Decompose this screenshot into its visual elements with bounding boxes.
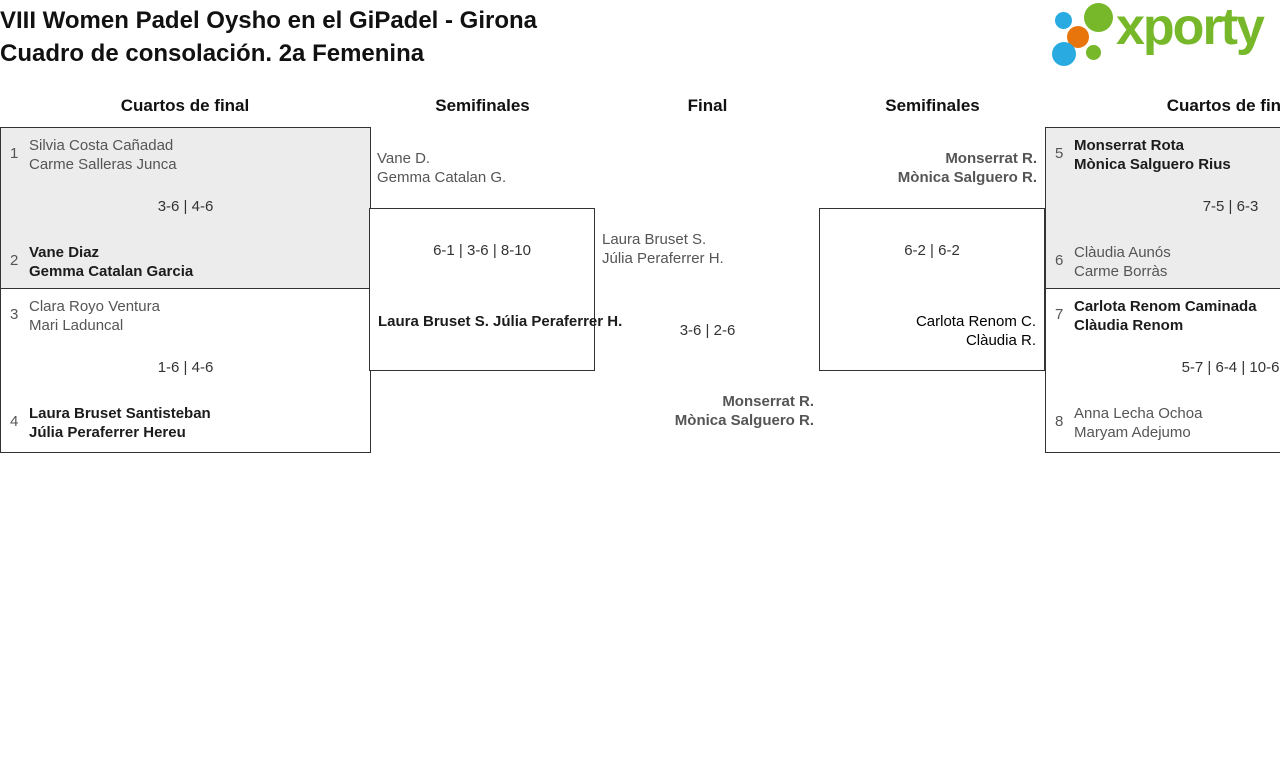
- bracket-quarterfinals-left: 1 Silvia Costa Cañadad Carme Salleras Ju…: [0, 127, 371, 453]
- logo-dot-green-small-icon: [1086, 45, 1101, 60]
- player-name: Carme Salleras Junca: [29, 156, 177, 173]
- player-name: Gemma Catalan Garcia: [29, 263, 194, 280]
- team-name-pair-winner: Monserrat Rota Mònica Salguero Rius: [1074, 136, 1231, 174]
- player-name: Clara Royo Ventura: [29, 298, 160, 315]
- bracket-quarterfinals-right: 5 Monserrat Rota Mònica Salguero Rius 7-…: [1045, 127, 1280, 453]
- player-name: Carlota Renom C.: [915, 313, 1036, 330]
- team-name-pair: Clara Royo Ventura Mari Laduncal: [29, 297, 160, 335]
- sf2-top-team-winner: Monserrat R. Mònica Salguero R.: [898, 149, 1037, 187]
- player-name: Laura Bruset S.: [602, 231, 707, 248]
- logo-dot-orange-icon: [1067, 26, 1089, 48]
- logo-dot-blue-small-icon: [1055, 12, 1072, 29]
- final-score: 3-6 | 2-6: [679, 322, 736, 339]
- player-name: Júlia Peraferrer H.: [493, 313, 623, 330]
- player-name: Monserrat R.: [945, 150, 1037, 167]
- team-name-pair: Carlota Renom C. Clàudia R.: [828, 312, 1036, 350]
- seed-number: 6: [1055, 252, 1064, 269]
- seed-number: 8: [1055, 413, 1064, 430]
- seed-number: 2: [10, 252, 19, 269]
- tournament-title-line2: Cuadro de consolación. 2a Femenina: [0, 40, 425, 67]
- player-name: Clàudia Renom: [1074, 317, 1184, 334]
- team-name-pair-winner: Laura Bruset Santisteban Júlia Peraferre…: [29, 404, 211, 442]
- player-name: Júlia Peraferrer H.: [602, 250, 724, 267]
- match-qf1: 1 Silvia Costa Cañadad Carme Salleras Ju…: [1, 128, 370, 289]
- match-qf3: 5 Monserrat Rota Mònica Salguero Rius 7-…: [1046, 128, 1280, 289]
- seed-number: 5: [1055, 145, 1064, 162]
- player-name: Anna Lecha Ochoa: [1074, 405, 1203, 422]
- match-score: 3-6 | 4-6: [157, 198, 214, 215]
- logo-dot-blue-large-icon: [1052, 42, 1076, 66]
- final-winner-team: Monserrat R. Mònica Salguero R.: [675, 392, 814, 430]
- player-name: Laura Bruset Santisteban: [29, 405, 211, 422]
- match-score: 6-2 | 6-2: [904, 242, 960, 259]
- round-header-cuartos-left: Cuartos de final: [120, 96, 250, 115]
- player-name: Clàudia Aunós: [1074, 244, 1171, 261]
- final-top-team: Laura Bruset S. Júlia Peraferrer H.: [602, 230, 724, 268]
- player-name: Clàudia R.: [965, 332, 1036, 349]
- seed-number: 3: [10, 306, 19, 323]
- player-name: Monserrat Rota: [1074, 137, 1185, 154]
- player-name: Vane Diaz: [29, 244, 100, 261]
- player-name: Mònica Salguero R.: [897, 169, 1037, 186]
- player-name: Maryam Adejumo: [1074, 424, 1191, 441]
- team-name-pair-winner: Laura Bruset S. Júlia Peraferrer H.: [378, 312, 622, 331]
- player-name: Júlia Peraferrer Hereu: [29, 424, 186, 441]
- player-name: Mònica Salguero R.: [674, 412, 814, 429]
- player-name: Vane D.: [377, 150, 431, 167]
- team-name-pair: Anna Lecha Ochoa Maryam Adejumo: [1074, 404, 1202, 442]
- match-sf1: 6-1 | 3-6 | 8-10 Laura Bruset S. Júlia P…: [369, 208, 622, 371]
- seed-number: 4: [10, 413, 19, 430]
- player-name: Mònica Salguero Rius: [1074, 156, 1231, 173]
- match-score: 5-7 | 6-4 | 10-6: [1181, 359, 1280, 376]
- match-score: 7-5 | 6-3: [1202, 198, 1259, 215]
- player-name: Monserrat R.: [722, 393, 814, 410]
- match-score: 6-1 | 3-6 | 8-10: [433, 242, 531, 259]
- match-qf4: 7 Carlota Renom Caminada Clàudia Renom 5…: [1046, 289, 1280, 450]
- xporty-logo[interactable]: xporty: [1050, 0, 1280, 72]
- player-name: Gemma Catalan G.: [377, 169, 507, 186]
- round-header-semifinales-left: Semifinales: [435, 96, 530, 115]
- team-name-pair-winner: Carlota Renom Caminada Clàudia Renom: [1074, 297, 1257, 335]
- tournament-title: VIII Women Padel Oysho en el GiPadel - G…: [0, 4, 537, 70]
- match-qf2: 3 Clara Royo Ventura Mari Laduncal 1-6 |…: [1, 289, 370, 450]
- player-name: Silvia Costa Cañadad: [29, 137, 174, 154]
- player-name: Carme Borràs: [1074, 263, 1168, 280]
- match-score: 1-6 | 4-6: [157, 359, 214, 376]
- player-name: Laura Bruset S.: [378, 313, 489, 330]
- logo-wordmark: xporty: [1116, 0, 1265, 56]
- tournament-title-line1: VIII Women Padel Oysho en el GiPadel - G…: [0, 7, 538, 34]
- round-header-final: Final: [687, 96, 728, 115]
- team-name-pair: Silvia Costa Cañadad Carme Salleras Junc…: [29, 136, 177, 174]
- player-name: Carlota Renom Caminada: [1074, 298, 1257, 315]
- seed-number: 1: [10, 145, 19, 162]
- round-header-cuartos-right: Cuartos de final: [1166, 96, 1280, 115]
- sf1-top-team: Vane D. Gemma Catalan G.: [377, 149, 506, 187]
- player-name: Mari Laduncal: [29, 317, 124, 334]
- team-name-pair: Clàudia Aunós Carme Borràs: [1074, 243, 1171, 281]
- round-header-semifinales-right: Semifinales: [885, 96, 980, 115]
- match-sf2: 6-2 | 6-2 Carlota Renom C. Clàudia R.: [819, 208, 1045, 371]
- team-name-pair-winner: Vane Diaz Gemma Catalan Garcia: [29, 243, 193, 281]
- seed-number: 7: [1055, 306, 1064, 323]
- logo-dot-green-large-icon: [1084, 3, 1113, 32]
